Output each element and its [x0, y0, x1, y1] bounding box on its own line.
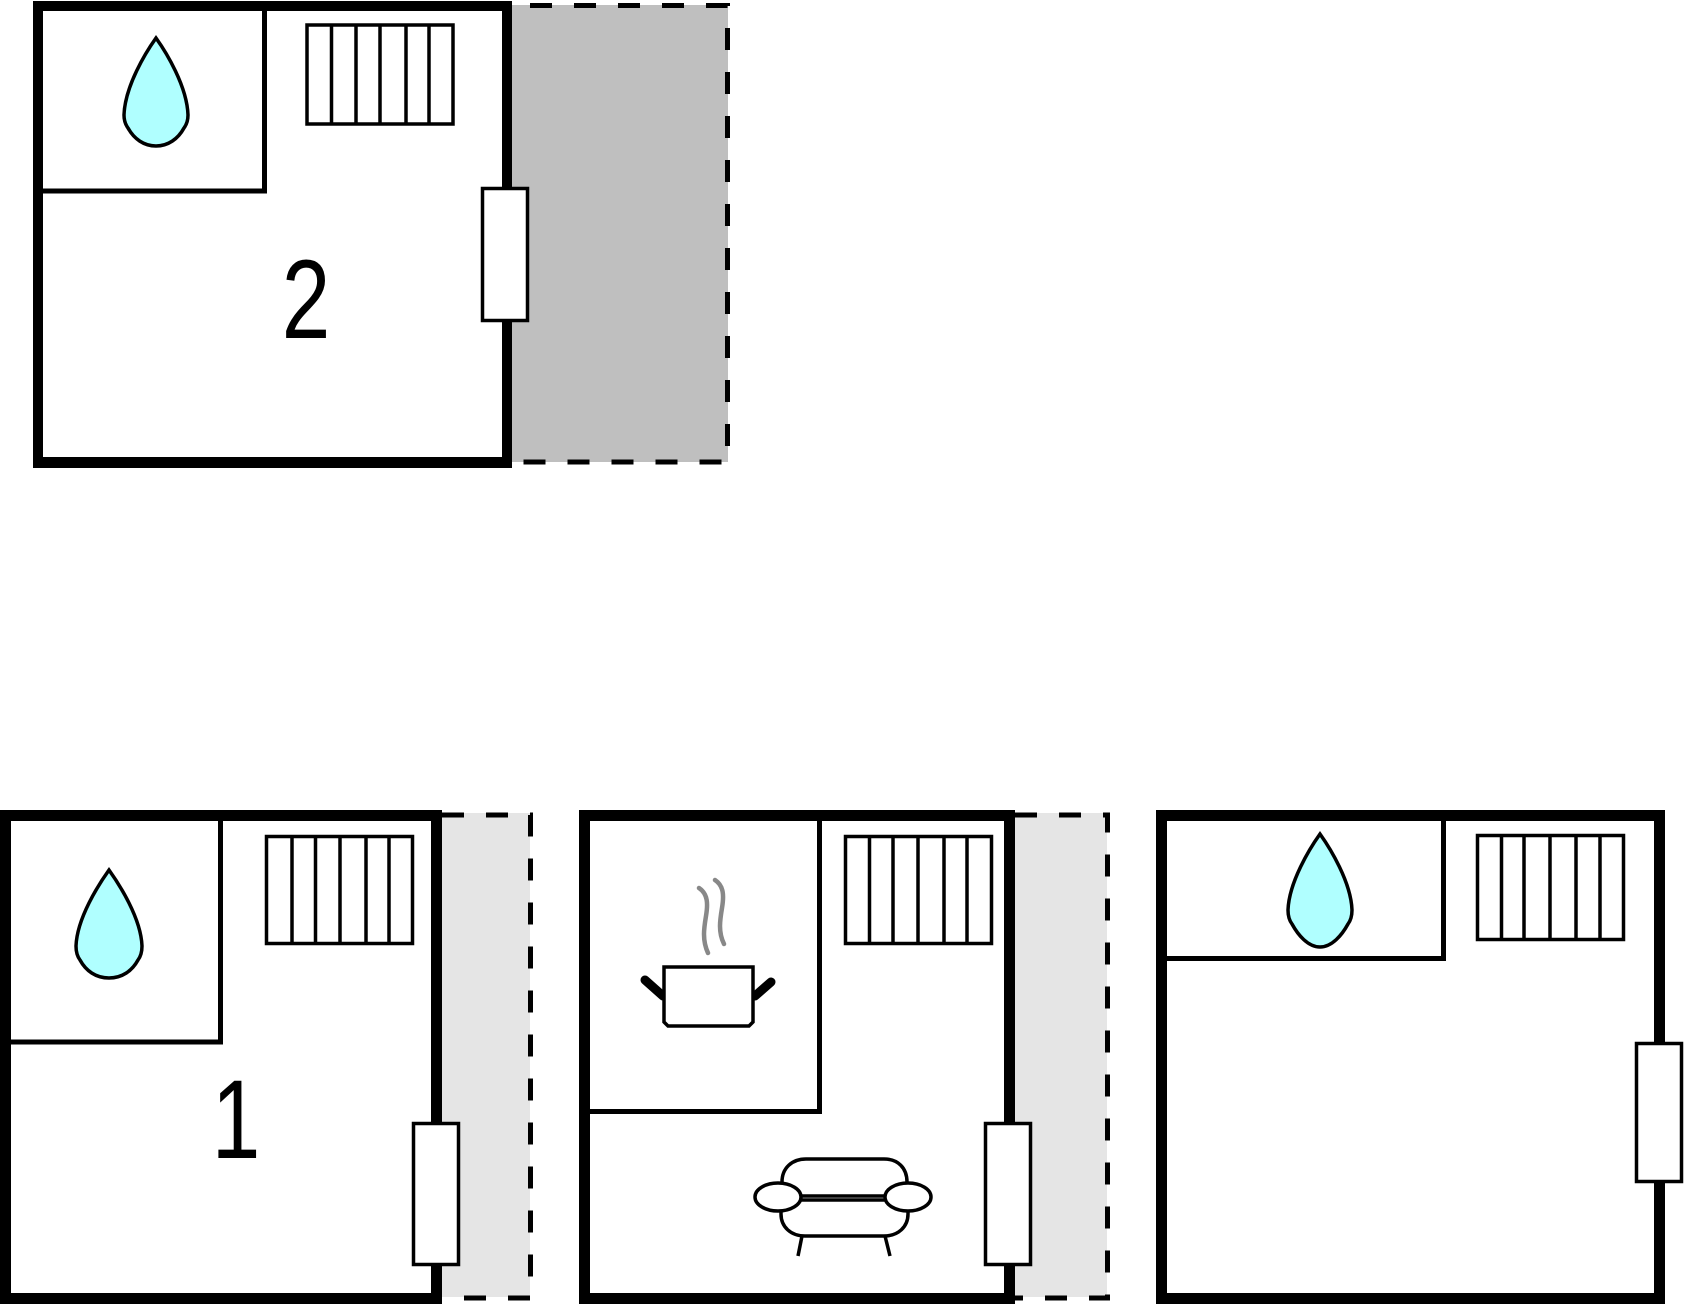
- floor-plan-bathroom: [1156, 810, 1684, 1304]
- floor-number-label: 2: [282, 238, 331, 363]
- door-icon: [983, 1121, 1033, 1267]
- wall-left: [0, 810, 11, 1304]
- floor-plan-kitchen: [579, 810, 1110, 1304]
- wall-top: [1156, 810, 1665, 821]
- bathroom-partition: [1167, 821, 1446, 961]
- wall-bottom: [33, 457, 512, 468]
- water-drop-icon: [122, 34, 190, 148]
- door-icon: [411, 1121, 461, 1267]
- floor-plan-2: 2: [33, 1, 730, 468]
- bathroom-partition: [43, 11, 267, 194]
- wall-bottom: [1156, 1293, 1665, 1304]
- wall-top: [0, 810, 442, 821]
- wall-left: [579, 810, 590, 1304]
- stairs-icon: [843, 834, 994, 946]
- wall-top: [579, 810, 1015, 821]
- terrace-dashed-outline: [515, 3, 730, 465]
- floor-number-label: 1: [212, 1058, 261, 1183]
- stairs-icon: [305, 23, 455, 126]
- cooking-pot-icon: [640, 877, 776, 1028]
- wall-top: [33, 1, 512, 11]
- bathroom-partition: [11, 821, 223, 1045]
- wall-left: [33, 1, 43, 468]
- floor-plan-1: 1: [0, 810, 533, 1304]
- terrace-dashed-outline: [1015, 812, 1110, 1301]
- stairs-icon: [1475, 833, 1626, 942]
- door-icon: [1634, 1041, 1684, 1184]
- wall-bottom: [579, 1293, 1015, 1304]
- water-drop-icon: [74, 866, 144, 980]
- kitchen-partition: [590, 821, 822, 1114]
- wall-left: [1156, 810, 1167, 1304]
- door-icon: [480, 186, 530, 323]
- water-drop-icon: [1286, 830, 1354, 949]
- terrace-area: [510, 5, 728, 462]
- stairs-icon: [264, 834, 415, 946]
- sofa-icon: [753, 1157, 933, 1257]
- wall-bottom: [0, 1293, 442, 1304]
- terrace-dashed-outline: [442, 812, 533, 1301]
- wall-right: [1004, 810, 1015, 1304]
- wall-right: [431, 810, 442, 1304]
